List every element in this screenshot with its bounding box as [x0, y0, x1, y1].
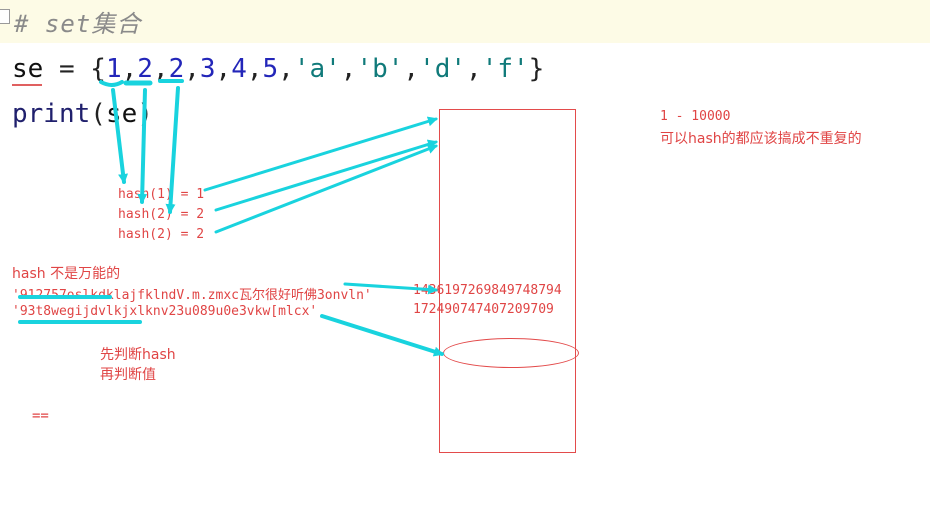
set-separator: , [278, 54, 294, 84]
set-item: 2 [168, 54, 185, 84]
arrow-hash1-to-table [203, 116, 438, 192]
highlight-stroke-1 [99, 80, 124, 87]
set-items: 1,2,2,3,4,5,'a','b','d','f' [106, 54, 529, 84]
set-separator: , [246, 54, 263, 84]
arrow-2-down [137, 88, 148, 204]
document-icon [0, 9, 10, 24]
arrow-hash2b-to-table [214, 144, 438, 234]
set-separator: , [403, 54, 420, 84]
print-function: print [12, 99, 91, 129]
arrow-str1-to-number [343, 282, 438, 295]
arrow-3-down [165, 86, 180, 214]
print-argument: se [105, 99, 138, 129]
variable-se: se [12, 54, 44, 84]
set-item: 4 [231, 54, 247, 84]
spelling-underline [12, 84, 42, 86]
set-separator: , [466, 54, 482, 84]
hash-not-universal-note: hash 不是万能的 [12, 266, 121, 282]
set-open-brace: { [90, 54, 106, 84]
hash-table-box [439, 109, 576, 453]
long-string-1: '912757oslkdklajfklndV.m.zmxc瓦尔很好听佛3onvl… [12, 288, 372, 303]
code-line-print[interactable]: print(se) [12, 99, 153, 129]
arrow-hash2-to-table [214, 139, 438, 212]
set-item: 2 [137, 54, 153, 84]
hash-value-1: 1436197269849748794 [413, 283, 562, 298]
comment-line-background [0, 0, 930, 43]
code-comment: # set集合 [14, 10, 142, 38]
set-separator: , [215, 54, 232, 84]
set-separator: , [184, 54, 200, 84]
code-line-set-assignment[interactable]: se = {1,2,2,3,4,5,'a','b','d','f'} [12, 54, 544, 84]
set-separator: , [340, 54, 357, 84]
hash-value-2: 172490747407209709 [413, 302, 554, 317]
assign-operator: = [43, 54, 91, 84]
set-item: 'f' [481, 54, 529, 84]
set-item: 3 [199, 54, 216, 84]
set-separator: , [121, 54, 138, 84]
arrow-str2-to-ellipse [320, 314, 444, 357]
set-item: 1 [105, 54, 122, 84]
arrow-1-down [111, 88, 129, 184]
set-separator: , [152, 54, 169, 84]
equality-operator: == [32, 408, 49, 424]
set-item: 'a' [293, 54, 341, 84]
then-check-value: 再判断值 [100, 367, 156, 383]
check-hash-first: 先判断hash [100, 347, 176, 363]
set-item: 'b' [356, 54, 404, 84]
set-item: 'd' [419, 54, 467, 84]
range-annotation: 1 - 10000 [660, 109, 731, 124]
long-string-2: '93t8wegijdvlkjxlknv23u089u0e3vkw[mlcx' [12, 304, 318, 319]
hash-2-annotation: hash(2) = 2 [118, 207, 205, 222]
set-item: 5 [262, 54, 279, 84]
paren-open: ( [90, 99, 106, 129]
hash-2-repeat-annotation: hash(2) = 2 [118, 227, 205, 242]
range-note: 可以hash的都应该搞成不重复的 [660, 131, 862, 147]
set-close-brace: } [528, 54, 545, 84]
